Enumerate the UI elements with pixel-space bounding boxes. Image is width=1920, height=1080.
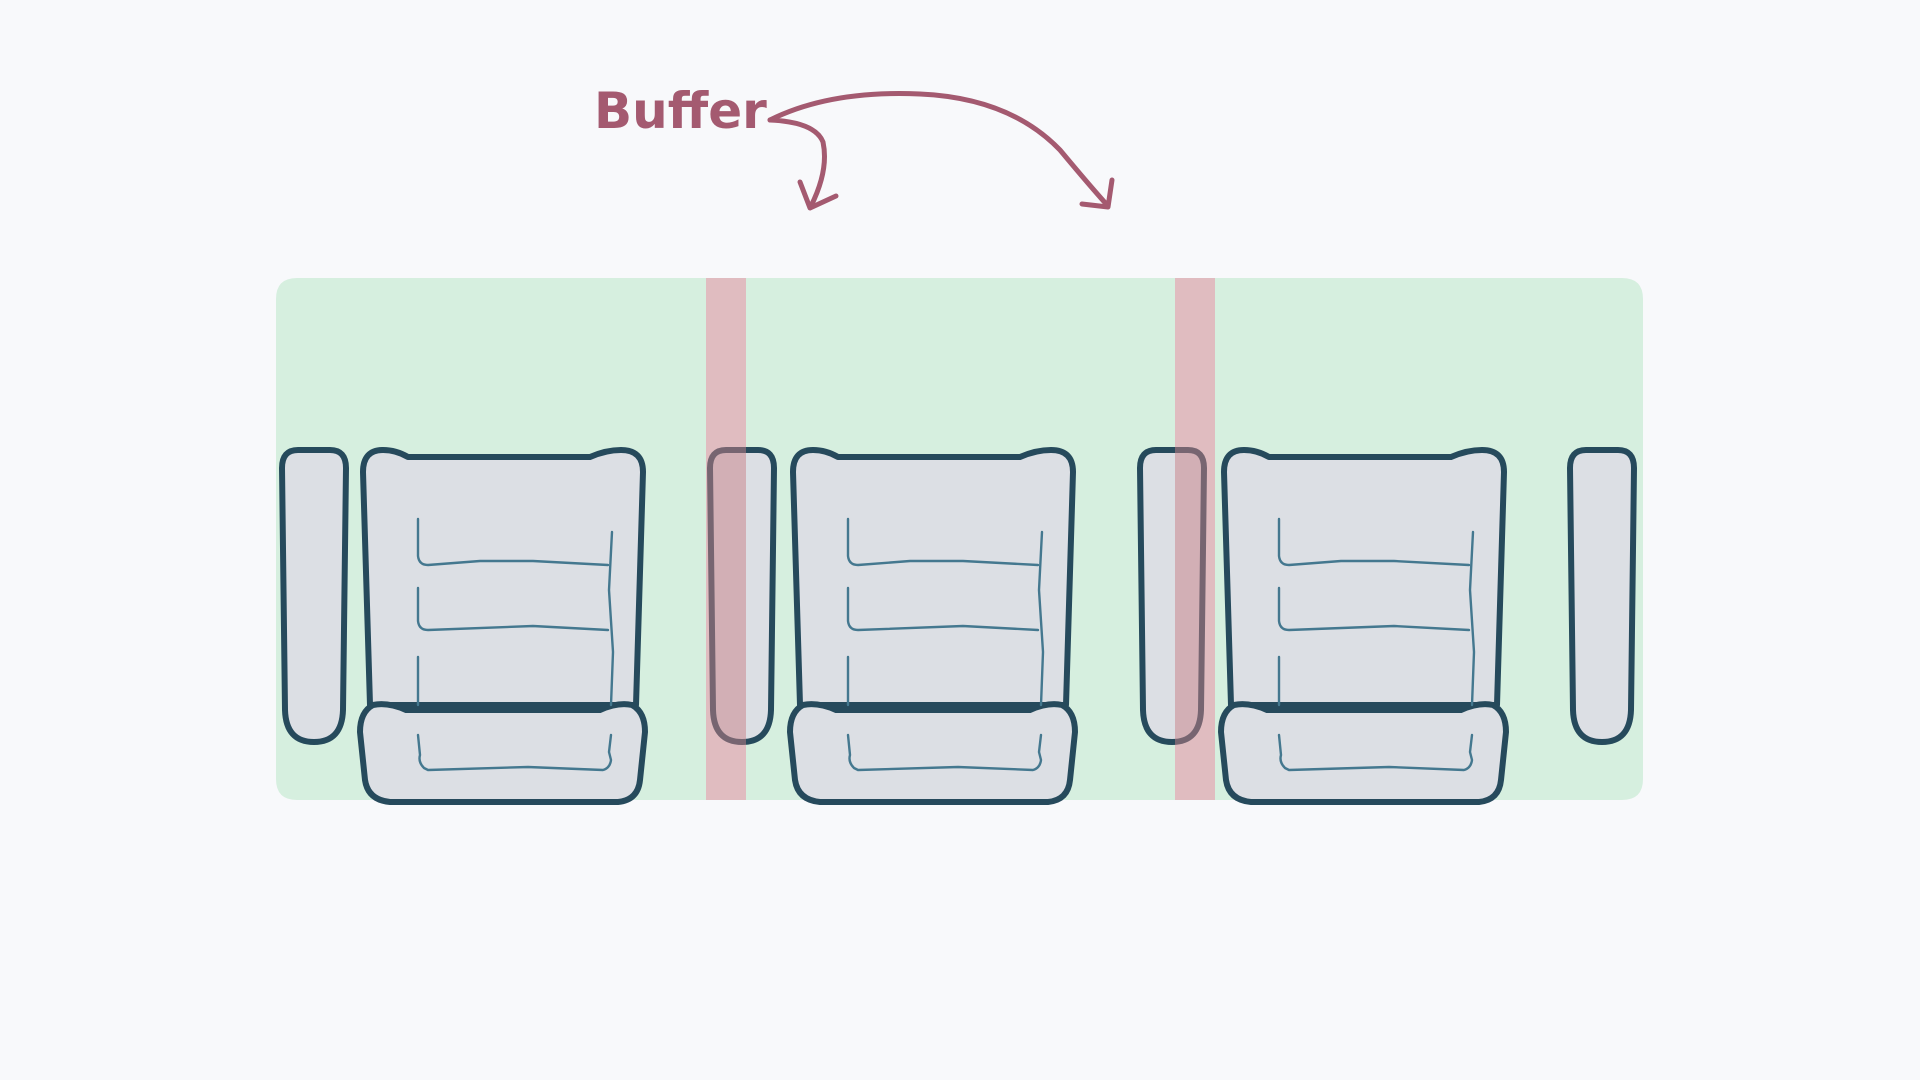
armrest-icon [1570, 450, 1634, 742]
buffer-zone-2 [1175, 278, 1215, 800]
recliner-seat-icon [790, 450, 1075, 802]
curved-arrow-icon [767, 91, 1115, 210]
buffer-zone-1 [706, 278, 746, 800]
seats [360, 450, 1506, 802]
buffer-label: Buffer [594, 82, 767, 140]
recliner-seat-icon [360, 450, 645, 802]
buffer-zones [706, 278, 1215, 800]
armrest-icon [282, 450, 346, 742]
recliner-seat-icon [1221, 450, 1506, 802]
curved-arrow-icon [767, 117, 839, 211]
